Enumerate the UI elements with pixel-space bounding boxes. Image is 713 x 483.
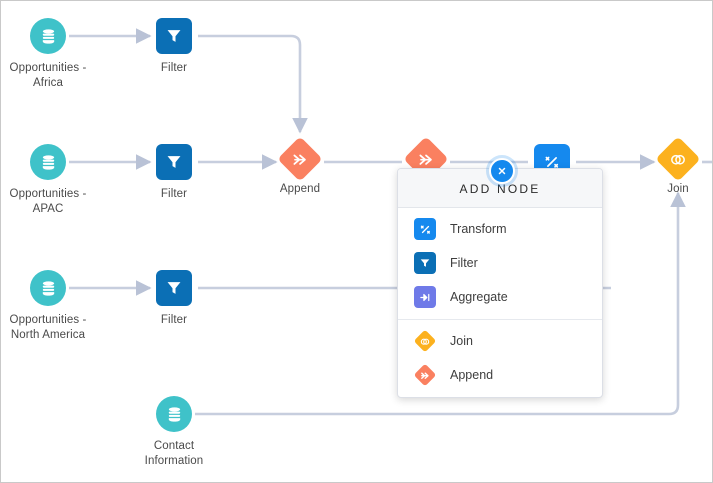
funnel-icon [156, 144, 192, 180]
node-label: Filter [160, 62, 188, 74]
node-label: Opportunities - APAC [9, 188, 87, 215]
node-label: Join [667, 183, 689, 195]
node-opportunities-north-america[interactable]: Opportunities - North America [1, 270, 103, 343]
menu-item-aggregate[interactable]: Aggregate [398, 280, 602, 314]
menu-item-join[interactable]: Join [398, 324, 602, 358]
funnel-icon [156, 18, 192, 54]
close-icon[interactable] [489, 158, 515, 184]
node-filter-apac[interactable]: Filter [119, 144, 229, 202]
menu-item-append[interactable]: Append [398, 358, 602, 392]
node-append-2[interactable] [371, 136, 481, 182]
node-label: Filter [160, 314, 188, 326]
funnel-icon [413, 251, 437, 275]
menu-group-diamond-nodes: Join Append [398, 319, 602, 397]
database-icon [30, 144, 66, 180]
node-append[interactable]: Append [245, 136, 355, 197]
menu-group-shape-nodes: Transform Filter [398, 208, 602, 319]
node-filter-africa[interactable]: Filter [119, 18, 229, 76]
transform-icon [413, 217, 437, 241]
append-icon [403, 136, 449, 182]
menu-item-label: Aggregate [450, 290, 508, 304]
menu-item-transform[interactable]: Transform [398, 212, 602, 246]
menu-item-label: Filter [450, 256, 478, 270]
node-join[interactable]: Join [623, 136, 712, 197]
funnel-icon [156, 270, 192, 306]
join-icon [413, 329, 437, 353]
menu-item-label: Transform [450, 222, 507, 236]
node-filter-north-america[interactable]: Filter [119, 270, 229, 328]
wire-contact-to-join [195, 191, 686, 416]
node-contact-information[interactable]: Contact Information [119, 396, 229, 469]
node-opportunities-africa[interactable]: Opportunities - Africa [1, 18, 103, 91]
database-icon [30, 270, 66, 306]
node-label: Append [279, 183, 321, 195]
add-node-popup[interactable]: ADD NODE Transform [397, 158, 603, 398]
node-label: Opportunities - North America [9, 314, 87, 341]
menu-item-label: Append [450, 368, 494, 382]
menu-item-label: Join [450, 334, 473, 348]
append-icon [277, 136, 323, 182]
database-icon [156, 396, 192, 432]
node-label: Opportunities - Africa [9, 62, 87, 89]
aggregate-icon [413, 285, 437, 309]
wire-filter-africa-to-append [198, 34, 308, 134]
menu-item-filter[interactable]: Filter [398, 246, 602, 280]
join-icon [655, 136, 701, 182]
append-icon [413, 363, 437, 387]
node-opportunities-apac[interactable]: Opportunities - APAC [1, 144, 103, 217]
node-label: Filter [160, 188, 188, 200]
database-icon [30, 18, 66, 54]
node-label: Contact Information [144, 440, 204, 467]
